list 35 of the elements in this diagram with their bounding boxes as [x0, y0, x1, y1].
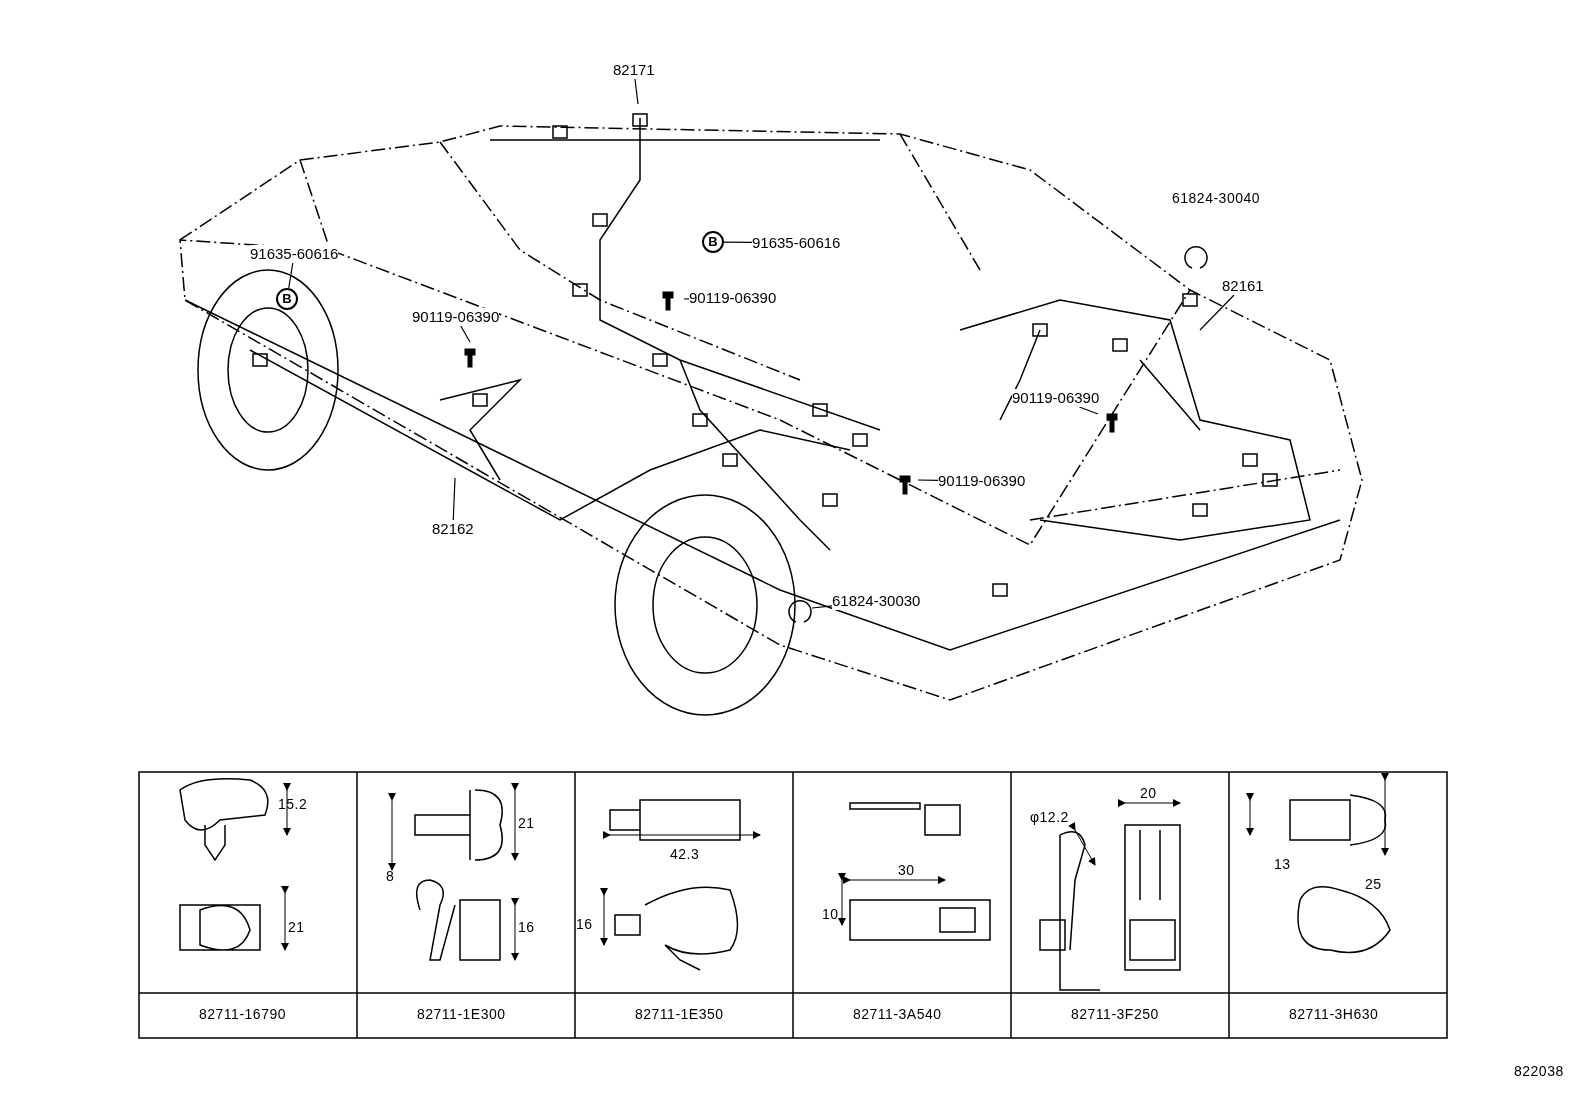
dimension-label: 8	[386, 868, 395, 885]
leader-line	[723, 241, 753, 244]
dimension-label: 15.2	[278, 796, 308, 813]
dimension-label: 20	[1140, 785, 1157, 802]
callout-part-number: 90119-06390	[1012, 389, 1100, 407]
clip-part-label: 82711-1E350	[635, 1006, 724, 1023]
leader-line	[1199, 294, 1235, 331]
dimension-label: 30	[898, 862, 915, 879]
leader-line	[917, 479, 939, 481]
leader-line	[460, 325, 471, 343]
dimension-label: 21	[288, 919, 305, 936]
drawing-number: 822038	[1514, 1063, 1564, 1080]
dimension-label: 10	[822, 906, 839, 923]
circled-letter-marker: B	[702, 231, 724, 253]
clip-part-label: 82711-3H630	[1289, 1006, 1379, 1023]
dimension-label: φ12.2	[1030, 809, 1069, 826]
leader-line	[288, 262, 294, 289]
dimension-label: 13	[1274, 856, 1291, 873]
clip-part-label: 82711-1E300	[417, 1006, 506, 1023]
dimension-label: 42.3	[670, 846, 700, 863]
circled-letter-marker: B	[276, 288, 298, 310]
callout-part-number: 90119-06390	[412, 308, 500, 326]
leader-line	[634, 78, 639, 105]
leader-line	[683, 298, 690, 300]
grommet-part-label: 61824-30040	[1172, 190, 1261, 207]
dimension-label: 16	[576, 916, 593, 933]
dimension-label: 25	[1365, 876, 1382, 893]
clip-part-label: 82711-16790	[199, 1006, 286, 1023]
leader-line	[811, 605, 833, 609]
clip-part-label: 82711-3F250	[1071, 1006, 1159, 1023]
leader-line	[1078, 406, 1099, 415]
dimension-label: 21	[518, 815, 535, 832]
dimension-label: 16	[518, 919, 535, 936]
leader-line	[452, 477, 456, 521]
clip-part-label: 82711-3A540	[853, 1006, 942, 1023]
